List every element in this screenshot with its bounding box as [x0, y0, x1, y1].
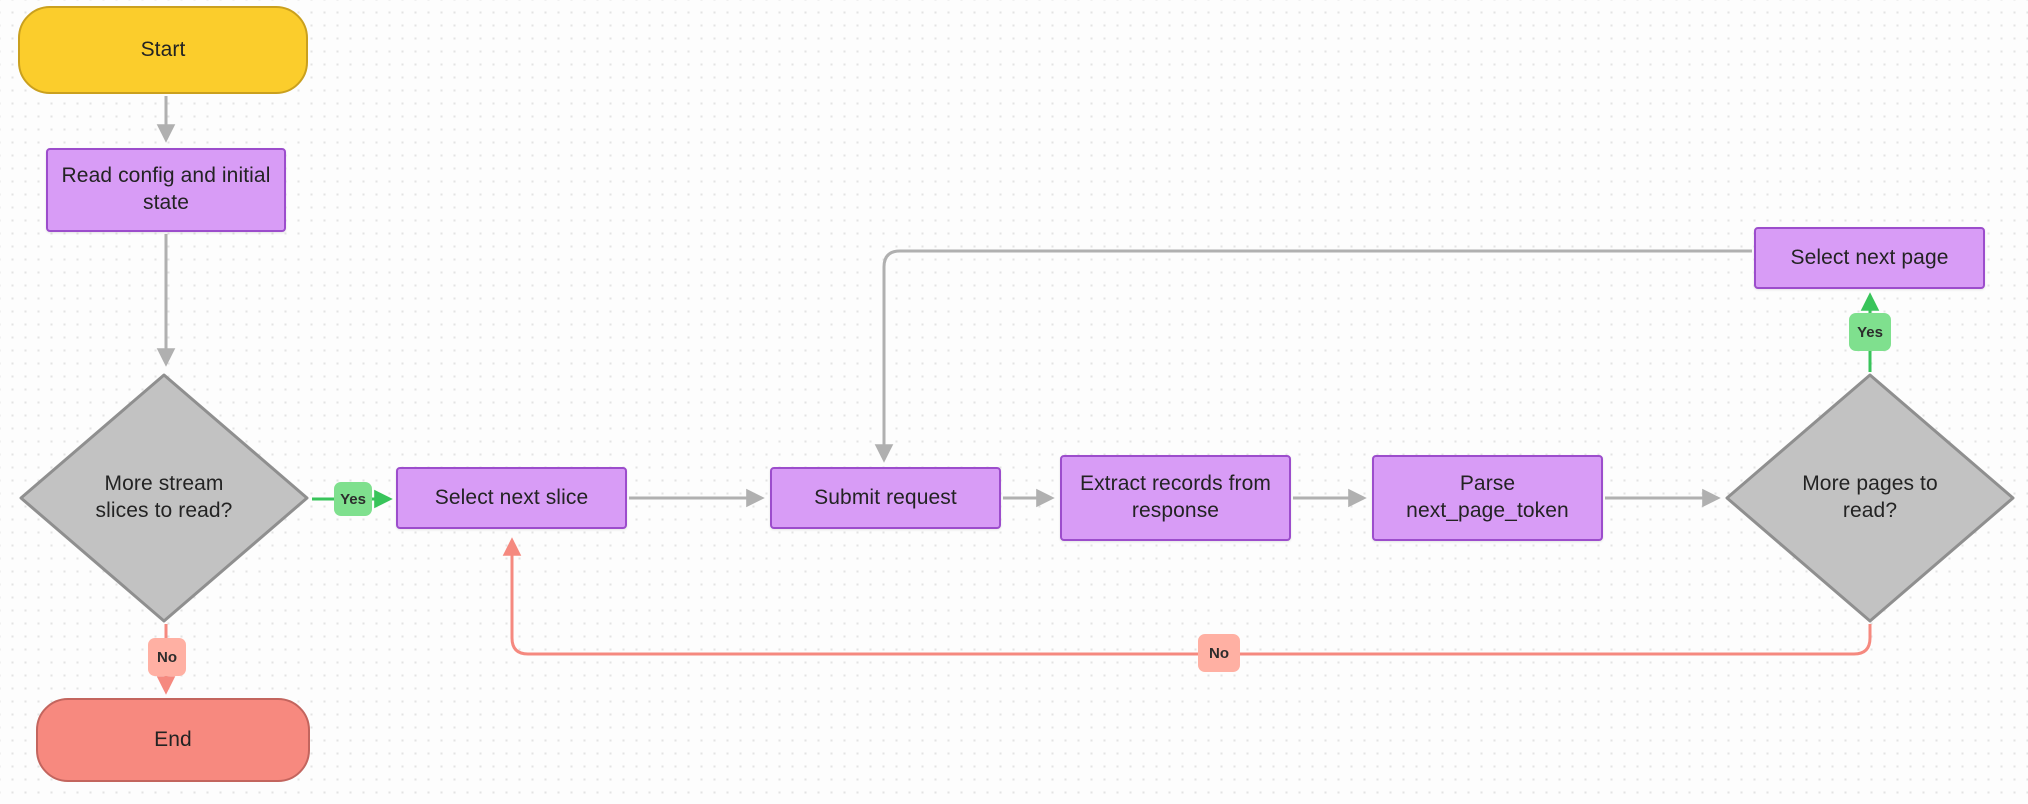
node-start-label: Start [140, 37, 186, 61]
node-read-config-label: Read config and initial state [61, 164, 271, 214]
edge-more-pages-no [502, 537, 1872, 656]
edge-label-yes-more-pages[interactable]: Yes [1849, 313, 1891, 351]
node-end-label: End [154, 727, 192, 751]
node-parse-next-page-token-label: Parse next_page_token [1406, 472, 1569, 522]
node-select-next-page-label: Select next page [1790, 245, 1949, 269]
node-start[interactable]: Start [18, 6, 308, 94]
diamond-shape [19, 373, 309, 623]
edge-label-text: No [157, 648, 177, 666]
edge-label-text: No [1209, 644, 1229, 662]
edge-select-page-to-submit [874, 249, 1752, 463]
node-more-stream-slices-label: More stream slices to read? [95, 472, 233, 522]
node-select-next-slice[interactable]: Select next slice [396, 467, 627, 529]
edge-label-yes-more-slices[interactable]: Yes [334, 482, 372, 516]
node-end[interactable]: End [36, 698, 310, 782]
edge-label-no-more-slices[interactable]: No [148, 638, 186, 676]
node-select-next-page[interactable]: Select next page [1754, 227, 1985, 289]
edge-label-no-more-pages[interactable]: No [1198, 634, 1240, 672]
node-select-next-slice-label: Select next slice [434, 485, 589, 509]
node-submit-request[interactable]: Submit request [770, 467, 1001, 529]
node-submit-request-label: Submit request [814, 485, 957, 509]
node-read-config-and-initial-state[interactable]: Read config and initial state [46, 148, 286, 232]
edge-label-text: Yes [340, 490, 366, 508]
node-more-pages-to-read-label: More pages to read? [1802, 472, 1938, 522]
edge-label-text: Yes [1857, 323, 1883, 341]
node-parse-next-page-token[interactable]: Parse next_page_token [1372, 455, 1603, 541]
node-more-pages-to-read[interactable]: More pages to read? [1724, 372, 2016, 624]
node-extract-records-from-response[interactable]: Extract records from response [1060, 455, 1291, 541]
node-extract-records-label: Extract records from response [1079, 472, 1272, 522]
node-more-stream-slices-to-read[interactable]: More stream slices to read? [18, 372, 310, 624]
